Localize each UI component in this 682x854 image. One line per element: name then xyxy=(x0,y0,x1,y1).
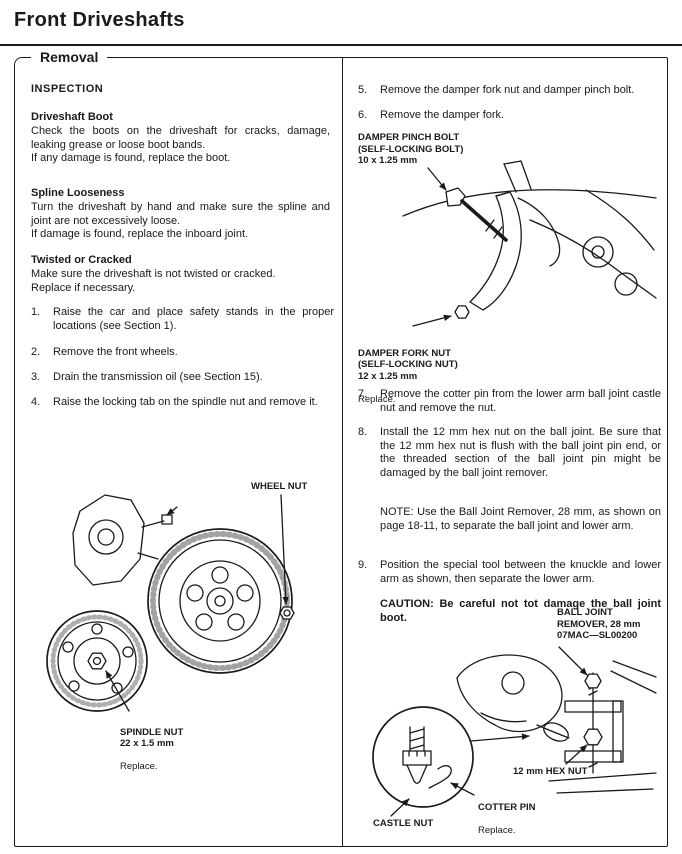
spindle-nut-replace-note: Replace. xyxy=(120,761,158,772)
twisted-cracked-paragraph: Make sure the driveshaft is not twisted … xyxy=(31,268,276,294)
step-1: 1. Raise the car and place safety stands… xyxy=(31,306,334,333)
castle-nut-label: CASTLE NUT xyxy=(373,818,434,829)
suspension-lines-drawing xyxy=(548,660,657,794)
step-5: 5. Remove the damper fork nut and damper… xyxy=(358,84,661,98)
note-paragraph: NOTE: Use the Ball Joint Remover, 28 mm,… xyxy=(380,506,661,532)
twisted-cracked-heading: Twisted or Cracked xyxy=(31,254,132,266)
spline-looseness-heading: Spline Looseness xyxy=(31,187,125,199)
driveshaft-boot-heading: Driveshaft Boot xyxy=(31,111,113,123)
spline-looseness-paragraph: Turn the driveshaft by hand and make sur… xyxy=(31,201,330,240)
step-1-number: 1. xyxy=(31,306,41,318)
damper-fork-illustration xyxy=(402,160,657,327)
ball-joint-remover-label: BALL JOINT REMOVER, 28 mm 07MAC—SL00200 xyxy=(557,607,641,641)
title-divider xyxy=(0,44,682,46)
column-divider xyxy=(342,58,343,846)
step-7: 7. Remove the cotter pin from the lower … xyxy=(358,388,661,415)
step-3: 3. Drain the transmission oil (see Secti… xyxy=(31,371,334,385)
damper-fork-nut-replace-note: Replace. xyxy=(358,393,396,405)
step-2-text: Remove the front wheels. xyxy=(53,346,178,358)
step-1-text: Raise the car and place safety stands in… xyxy=(53,306,334,332)
cotter-pin-replace-note: Replace. xyxy=(478,824,516,836)
step-4-text: Raise the locking tab on the spindle nut… xyxy=(53,396,318,408)
step-6: 6. Remove the damper fork. xyxy=(358,109,661,123)
step-2: 2. Remove the front wheels. xyxy=(31,346,334,360)
damper-pinch-bolt-drawing xyxy=(427,167,508,242)
page-title: Front Driveshafts xyxy=(14,9,185,31)
step-6-number: 6. xyxy=(358,109,368,121)
wheel-hub-figure: WHEEL NUT SPINDLE NUT 22 x 1.5 mm Replac… xyxy=(25,473,337,772)
ball-joint-remover-illustration xyxy=(372,646,657,817)
damper-drawing xyxy=(503,160,532,193)
step-9-text: Position the special tool between the kn… xyxy=(380,559,661,585)
driveshaft-boot-paragraph: Check the boots on the driveshaft for cr… xyxy=(31,125,330,164)
steering-knuckle-drawing xyxy=(72,494,178,586)
knuckle-drawing xyxy=(456,654,570,742)
step-3-text: Drain the transmission oil (see Section … xyxy=(53,371,263,383)
hub-assembly-drawing xyxy=(46,610,148,712)
content-box: WHEEL NUT SPINDLE NUT 22 x 1.5 mm Replac… xyxy=(14,49,668,848)
damper-pinch-bolt-label: DAMPER PINCH BOLT (SELF-LOCKING BOLT) 10… xyxy=(358,132,464,166)
wheel-nut-label: WHEEL NUT xyxy=(251,481,308,492)
step-4: 4. Raise the locking tab on the spindle … xyxy=(31,396,334,410)
step-4-number: 4. xyxy=(31,396,41,408)
step-5-text: Remove the damper fork nut and damper pi… xyxy=(380,84,635,96)
hex-nut-label: 12 mm HEX NUT xyxy=(513,766,588,777)
step-3-number: 3. xyxy=(31,371,41,383)
wheel-hub-illustration xyxy=(46,494,295,712)
cotter-pin-label-text: COTTER PIN xyxy=(478,801,536,813)
step-2-number: 2. xyxy=(31,346,41,358)
ball-joint-remover-tool-drawing xyxy=(558,646,624,774)
caution-paragraph: CAUTION: Be careful not tot damage the b… xyxy=(380,598,661,624)
damper-fork-nut-label-text: DAMPER FORK NUT (SELF-LOCKING NUT) 12 x … xyxy=(358,347,458,382)
step-7-number: 7. xyxy=(358,388,368,400)
step-8-text: Install the 12 mm hex nut on the ball jo… xyxy=(380,426,661,479)
damper-fork-drawing xyxy=(469,191,561,311)
step-8-number: 8. xyxy=(358,426,368,438)
wheel-tire-drawing xyxy=(147,528,293,674)
subframe-drawing xyxy=(402,189,657,299)
inspection-heading: INSPECTION xyxy=(31,83,104,95)
step-6-text: Remove the damper fork. xyxy=(380,109,505,121)
cotter-pin-label: COTTER PIN Replace. xyxy=(478,790,536,848)
step-8: 8. Install the 12 mm hex nut on the ball… xyxy=(358,426,661,480)
step-7-text: Remove the cotter pin from the lower arm… xyxy=(380,388,661,414)
step-9-number: 9. xyxy=(358,559,368,571)
wheel-nut-drawing xyxy=(279,494,295,620)
figure-label-arrows xyxy=(390,744,588,817)
spindle-nut-label-text: SPINDLE NUT 22 x 1.5 mm xyxy=(120,726,184,750)
section-heading: Removal xyxy=(31,49,108,65)
castle-nut-inset-drawing xyxy=(372,706,530,808)
damper-fork-nut-label: DAMPER FORK NUT (SELF-LOCKING NUT) 12 x … xyxy=(358,336,458,417)
spindle-nut-label: SPINDLE NUT 22 x 1.5 mm Replace. xyxy=(120,715,183,784)
step-5-number: 5. xyxy=(358,84,368,96)
step-9: 9. Position the special tool between the… xyxy=(358,559,661,586)
damper-fork-nut-drawing xyxy=(412,305,470,327)
